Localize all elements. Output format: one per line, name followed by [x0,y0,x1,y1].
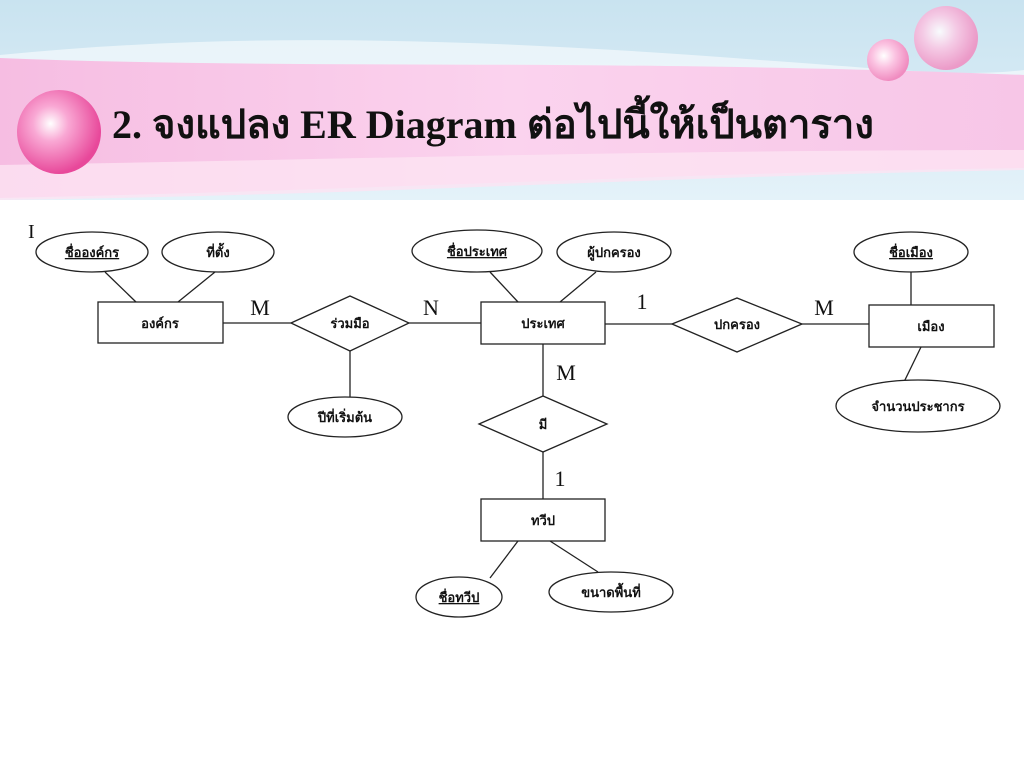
attribute-start-year: ปีที่เริ่มต้น [287,396,403,438]
attribute-org-location: ที่ตั้ง [161,231,275,273]
attribute-area: ขนาดพื้นที่ [548,571,674,613]
entity-island-label: ทวีป [531,513,555,529]
connector-island-name [489,540,519,579]
entity-organization-label: องค์กร [141,316,179,332]
entity-country: ประเทศ [480,301,606,345]
entity-city: เมือง [868,304,995,348]
connectors [104,270,922,579]
entity-organization: องค์กร [97,301,224,344]
cardinality-org-cooperate: M [250,295,270,320]
attribute-start-year-label: ปีที่เริ่มต้น [317,408,372,426]
attribute-org-name: ชื่อองค์กร [35,231,149,273]
connector-island-area [549,540,599,573]
attribute-country-name: ชื่อประเทศ [411,229,543,273]
attribute-country-name-label: ชื่อประเทศ [447,242,508,260]
attribute-population-label: จำนวนประชากร [871,399,964,415]
attribute-area-label: ขนาดพื้นที่ [581,582,641,601]
relationship-cooperate: ร่วมมือ [289,295,411,352]
attribute-city-name-label: ชื่อเมือง [889,243,933,261]
attribute-ruler-label: ผู้ปกครอง [587,245,641,261]
cardinality-city-govern: M [814,295,834,320]
cardinality-country-govern: 1 [637,289,648,314]
attribute-org-name-label: ชื่อองค์กร [65,243,119,261]
relationship-govern: ปกครอง [670,297,804,353]
attribute-ruler: ผู้ปกครอง [556,231,672,273]
cardinality-island-has: 1 [555,466,566,491]
relationship-govern-label: ปกครอง [714,318,760,333]
attribute-city-name: ชื่อเมือง [853,231,969,273]
entity-island: ทวีป [480,498,606,542]
connector-country-ruler [559,271,597,303]
entity-city-label: เมือง [917,319,944,335]
entity-country-label: ประเทศ [521,317,565,332]
slide-title: 2. จงแปลง ER Diagram ต่อไปนี้ให้เป็นตารา… [112,102,874,147]
attribute-island-name-label: ชื่อทวีป [439,588,480,606]
attribute-population: จำนวนประชากร [835,379,1001,433]
relationship-has-label: มี [539,417,548,433]
connector-city-population [902,346,922,385]
connector-country-name [489,271,519,303]
relationship-has: มี [477,395,609,453]
stray-marker: I [28,221,35,243]
attribute-org-location-label: ที่ตั้ง [206,242,229,261]
title-banner [0,0,1024,215]
attribute-island-name: ชื่อทวีป [415,576,503,618]
cardinality-country-has: M [556,360,576,385]
cardinality-country-cooperate: N [423,295,439,320]
connector-org-location [177,271,216,303]
relationship-cooperate-label: ร่วมมือ [330,316,369,332]
connector-org-name [104,271,137,303]
